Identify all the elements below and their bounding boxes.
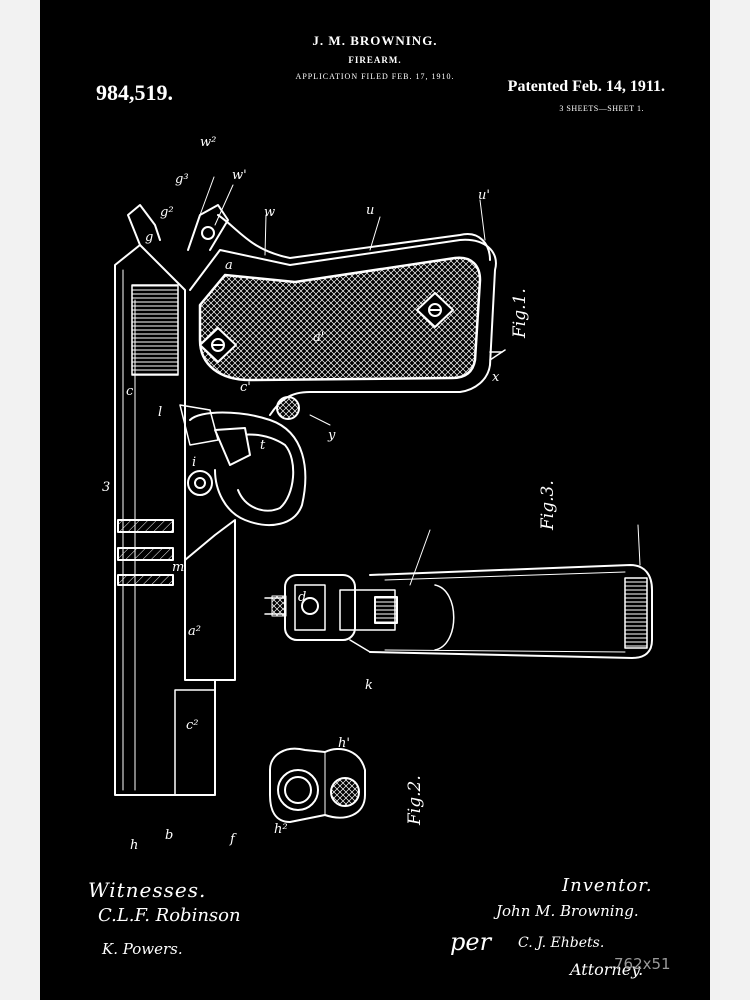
ref-letter: a²	[188, 624, 201, 639]
witness-2-signature: K. Powers.	[102, 940, 183, 958]
ref-letter: a'	[313, 330, 325, 345]
witness-1-signature: C.L.F. Robinson	[98, 905, 241, 926]
grip-screw-icon	[199, 327, 237, 363]
fig3-magazine	[264, 564, 653, 659]
ref-letter: i	[192, 455, 197, 470]
ref-letter: g	[145, 230, 154, 245]
ref-letter: g²	[160, 205, 174, 220]
ref-letter: w²	[200, 135, 217, 150]
sheet-info: 3 SHEETS—SHEET 1.	[559, 104, 644, 113]
attorney-signature: C. J. Ehbets.	[518, 935, 605, 951]
fig2-muzzle-view	[269, 747, 366, 823]
ref-letter: m	[172, 560, 185, 575]
patent-number: 984,519.	[96, 80, 173, 105]
patent-sheet: J. M. BROWNING. FIREARM. APPLICATION FIL…	[40, 0, 710, 1000]
per-label: per	[450, 928, 492, 956]
grip-screw-icon	[416, 292, 454, 328]
inventor-name: J. M. BROWNING.	[312, 33, 438, 48]
ref-letter: w	[264, 205, 276, 220]
ref-letter: c	[126, 384, 134, 399]
ref-letter: d	[298, 590, 307, 605]
ref-letter: x	[492, 370, 500, 385]
witnesses-label: Witnesses.	[88, 878, 207, 902]
fig1-pistol	[114, 204, 506, 796]
ref-letter: t	[260, 438, 266, 453]
ref-letter: b	[165, 828, 174, 843]
ref-letter: c²	[186, 718, 199, 733]
ref-letter: h'	[338, 736, 350, 751]
ref-letter: u'	[478, 188, 490, 203]
ref-letter: k	[365, 678, 373, 693]
inventor-signature: John M. Browning.	[496, 902, 639, 920]
fig3-label: Fig.3.	[538, 480, 558, 530]
patented-date: Patented Feb. 14, 1911.	[507, 78, 665, 95]
ref-letter: 3	[102, 480, 111, 495]
watermark: 762x51	[614, 955, 671, 973]
leader-lines	[199, 176, 641, 586]
ref-letter: g³	[175, 172, 189, 187]
fig1-label: Fig.1.	[510, 288, 530, 338]
patent-drawing	[114, 176, 653, 823]
ref-letter: w'	[232, 168, 247, 183]
ref-letter: c'	[240, 380, 251, 395]
ref-letter: y	[328, 428, 336, 443]
patent-title: FIREARM.	[348, 55, 402, 65]
fig2-label: Fig.2.	[405, 775, 425, 825]
ref-letter: u	[366, 203, 375, 218]
ref-letter: f	[230, 832, 235, 847]
ref-letter: h²	[274, 822, 288, 837]
ref-letter: h	[130, 838, 139, 853]
attorney-label: Attorney.	[570, 960, 644, 979]
inventor-label: Inventor.	[562, 875, 653, 896]
ref-letter: a	[225, 258, 233, 273]
application-filed: APPLICATION FILED FEB. 17, 1910.	[295, 72, 455, 81]
ref-letter: l	[158, 405, 163, 420]
